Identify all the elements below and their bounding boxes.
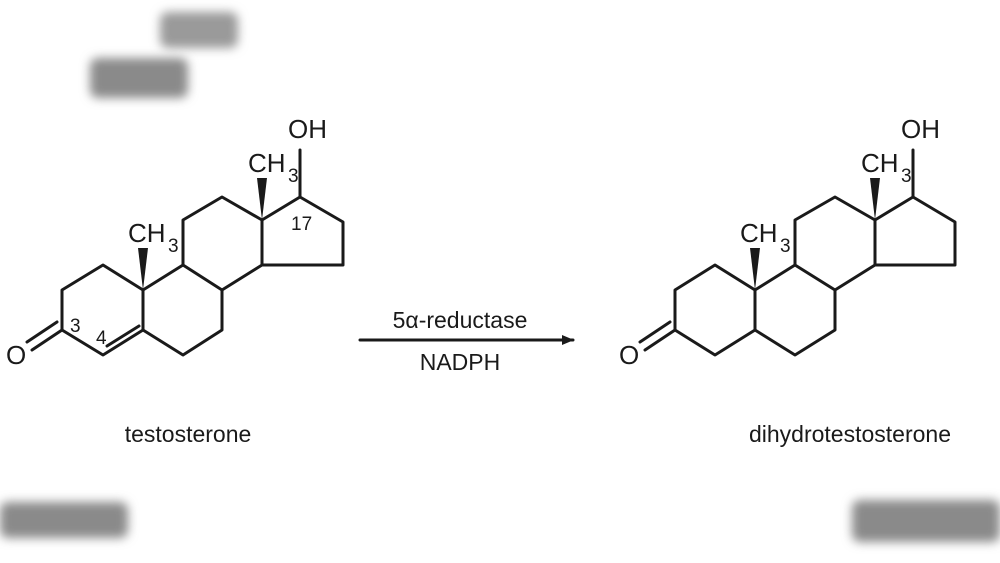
oh-label: OH (288, 114, 327, 144)
reaction-arrow-group: 5α-reductase NADPH (358, 307, 575, 375)
c4-c5-double-bond (105, 324, 141, 348)
position-4-label: 4 (96, 328, 107, 349)
testosterone-caption: testosterone (125, 421, 252, 447)
dht-carbonyl-bond-2 (638, 320, 672, 344)
dht-c10-methyl-wedge (750, 248, 760, 290)
position-17-label: 17 (291, 214, 312, 235)
dht-carbonyl-bond-1 (643, 328, 677, 352)
dihydrotestosterone-structure: OH CH 3 CH 3 O dihydrotestosterone (619, 114, 957, 447)
c10-methyl-subscript: 3 (168, 236, 179, 257)
position-3-label: 3 (70, 316, 81, 337)
c13-methyl-wedge (257, 178, 267, 220)
carbonyl-oxygen-label: O (6, 340, 26, 370)
c13-methyl-subscript: 3 (288, 166, 299, 187)
blurred-artifact-top-a (160, 12, 238, 48)
dht-oh-label: OH (901, 114, 940, 144)
ring-d-bonds (260, 195, 345, 267)
ring-b-bonds (141, 263, 224, 357)
ring-c-bonds (181, 195, 264, 292)
testosterone-structure: OH CH 3 CH 3 O 3 4 17 testosterone (6, 114, 345, 447)
blurred-artifact-bottom-right (852, 500, 1000, 542)
c13-methyl-label: CH (248, 148, 286, 178)
dht-carbonyl-oxygen-label: O (619, 340, 639, 370)
blurred-artifacts (0, 5, 1000, 542)
dht-ring-d-bonds (873, 195, 957, 267)
c10-methyl-wedge (138, 248, 148, 290)
c3-carbonyl-bond-2 (25, 320, 59, 344)
dht-ring-a-bonds (673, 263, 757, 357)
blurred-artifact-bottom-left (0, 502, 128, 538)
dht-c13-methyl-label: CH (861, 148, 899, 178)
dht-c13-methyl-subscript: 3 (901, 166, 912, 187)
c3-carbonyl-bond-1 (30, 328, 64, 352)
cofactor-label: NADPH (420, 349, 501, 375)
dht-ring-b-bonds (753, 263, 837, 357)
blurred-artifact-top-b (90, 58, 188, 98)
dht-c10-methyl-label: CH (740, 218, 778, 248)
dht-c10-methyl-subscript: 3 (780, 236, 791, 257)
enzyme-label: 5α-reductase (393, 307, 528, 333)
dihydrotestosterone-caption: dihydrotestosterone (749, 421, 951, 447)
dht-c13-methyl-wedge (870, 178, 880, 220)
dht-ring-c-bonds (793, 195, 877, 292)
c10-methyl-label: CH (128, 218, 166, 248)
